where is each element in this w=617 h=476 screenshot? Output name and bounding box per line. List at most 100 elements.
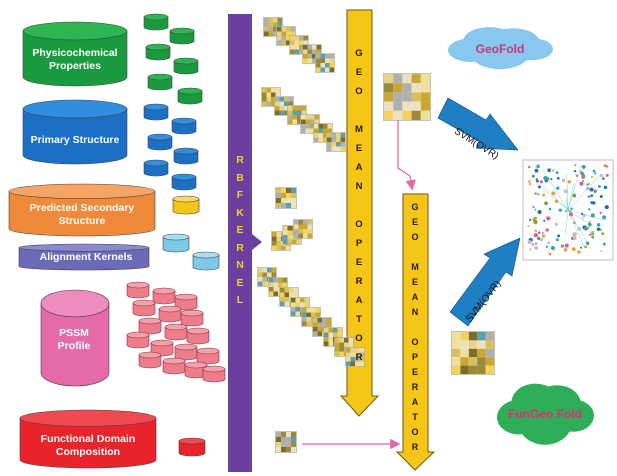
small-cylinder-blue-2-top bbox=[147, 133, 173, 141]
result-point bbox=[575, 174, 579, 177]
kernel-stack-3-matrix-1-cell bbox=[287, 239, 292, 244]
combined-matrix-top-cell bbox=[402, 101, 412, 111]
combined-matrix-bottom-cell bbox=[468, 348, 478, 358]
small-cylinder-green-4-body bbox=[147, 76, 173, 91]
kernel-stack-2-matrix-5-cell bbox=[336, 137, 341, 142]
small-cylinder-lightblue-0 bbox=[162, 233, 190, 253]
kernel-stack-3-matrix-2-cell bbox=[298, 233, 303, 238]
kernel-stack-1-matrix-3-cell bbox=[312, 54, 317, 59]
result-point bbox=[573, 232, 577, 236]
kernel-stack-2-matrix-1-cell bbox=[284, 97, 289, 102]
combined-matrix-bottom-cell bbox=[452, 365, 461, 374]
result-point bbox=[529, 248, 532, 251]
geo1-letter-16: R bbox=[355, 352, 363, 363]
kernel-stack-4-matrix-5-cell bbox=[326, 322, 331, 327]
result-point bbox=[561, 179, 565, 183]
small-cylinder-yellow bbox=[172, 195, 200, 215]
kernel-stack-4-matrix-3-cell bbox=[295, 311, 300, 316]
small-cylinder-lightblue-1 bbox=[192, 251, 220, 271]
result-point bbox=[579, 170, 582, 173]
result-point bbox=[555, 171, 559, 175]
geo2-letter-11: E bbox=[411, 367, 418, 377]
kernel-stack-4-matrix-5-cell bbox=[326, 318, 331, 323]
kernel-stack-1-matrix-4-cell bbox=[325, 58, 330, 63]
result-point bbox=[539, 180, 543, 184]
combined-matrix-top-cell bbox=[420, 110, 430, 120]
kernel-stack-4-matrix-1-cell bbox=[278, 278, 283, 283]
cylinder-alignment-kernels-top bbox=[18, 243, 150, 252]
result-point bbox=[587, 226, 590, 229]
combined-matrix-bottom-cell bbox=[485, 365, 494, 374]
kernel-stack-3-matrix-2-cell bbox=[294, 233, 299, 238]
result-point bbox=[537, 210, 542, 215]
result-point bbox=[594, 189, 597, 192]
kernel-stack-4-matrix-4-cell bbox=[306, 312, 311, 317]
kernel-stack-1-matrix-3-cell bbox=[312, 49, 317, 54]
kernel-stack-2-matrix-1-cell bbox=[275, 106, 280, 111]
kernel-single-2-cell bbox=[286, 432, 291, 437]
kernel-stack-1-matrix-0-cell bbox=[268, 18, 273, 23]
kernel-stack-1-matrix-1-cell bbox=[277, 36, 282, 41]
kernel-stack-4-matrix-3-cell bbox=[304, 298, 309, 303]
geo2-letter-16: R bbox=[411, 442, 419, 452]
kernel-stack-2-matrix-1-cell bbox=[288, 97, 293, 102]
kernel-stack-1-matrix-3-cell bbox=[307, 45, 312, 50]
kernel-stack-3-matrix-0-cell bbox=[272, 245, 277, 250]
result-point bbox=[580, 246, 583, 249]
result-point bbox=[528, 180, 531, 183]
kernel-stack-4-matrix-5-cell bbox=[317, 327, 322, 332]
rbf-letter-4: E bbox=[236, 224, 244, 236]
result-point bbox=[603, 185, 608, 190]
kernel-stack-4-matrix-4-cell bbox=[302, 317, 307, 322]
small-cylinder-blue-5-top bbox=[171, 173, 197, 181]
kernel-stack-4-matrix-7-cell bbox=[344, 338, 349, 343]
combined-matrix-bottom-cell bbox=[477, 332, 486, 341]
small-cylinder-blue-3 bbox=[173, 147, 199, 165]
kernel-stack-3-matrix-1-cell bbox=[283, 226, 288, 231]
kernel-stack-2-matrix-4-cell bbox=[314, 124, 319, 129]
kernel-stack-3-matrix-0-cell bbox=[281, 245, 286, 250]
result-point bbox=[588, 222, 592, 227]
result-point bbox=[583, 226, 589, 231]
result-point bbox=[587, 195, 591, 198]
kernel-stack-1-matrix-4-cell bbox=[320, 54, 325, 59]
result-point bbox=[588, 208, 591, 211]
kernel-stack-3-matrix-1-cell bbox=[292, 239, 297, 244]
kernel-stack-2-matrix-5-cell bbox=[331, 133, 336, 138]
result-point bbox=[581, 173, 586, 178]
cylinder-physicochemical-top bbox=[22, 21, 128, 41]
kernel-stack-4-matrix-8-cell bbox=[359, 352, 364, 357]
result-point bbox=[543, 176, 548, 181]
result-panel-plot bbox=[527, 164, 609, 256]
small-cylinder-pink-5 bbox=[180, 309, 204, 327]
cylinder-predicted-secondary-top bbox=[8, 183, 156, 199]
kernel-stack-2-matrix-5-cell bbox=[340, 142, 345, 147]
small-cylinder-lightblue-1-body bbox=[192, 254, 220, 271]
kernel-stack-4-matrix-6-cell bbox=[337, 332, 342, 337]
combined-matrix-top-cell bbox=[384, 101, 394, 111]
result-point bbox=[551, 169, 555, 172]
kernel-stack-1-matrix-4-cell bbox=[316, 67, 321, 72]
kernel-stack-3-matrix-0-cell bbox=[285, 245, 290, 250]
kernel-single-1-cell bbox=[291, 203, 296, 208]
kernel-stack-2-matrix-0-cell bbox=[266, 97, 271, 102]
combined-matrix-bottom-cell bbox=[460, 365, 469, 374]
kernel-stack-4-matrix-2-cell bbox=[293, 288, 298, 293]
result-point bbox=[571, 247, 576, 252]
result-point bbox=[567, 180, 572, 184]
geo1-letter-2: O bbox=[355, 86, 363, 97]
kernel-stack-1-matrix-3-cell bbox=[307, 58, 312, 63]
kernel-stack-4-matrix-3-cell bbox=[291, 298, 296, 303]
kernel-stack-4-matrix-7-cell bbox=[348, 342, 353, 347]
result-point bbox=[536, 236, 541, 241]
geo2-letter-12: R bbox=[411, 382, 419, 392]
combined-matrix-top-cell bbox=[402, 110, 412, 120]
kernel-stack-2-matrix-3-cell bbox=[310, 128, 315, 133]
small-cylinder-pink-8-top bbox=[186, 327, 210, 335]
kernel-stack-1-matrix-2-cell bbox=[294, 45, 299, 50]
result-point bbox=[543, 219, 546, 222]
fungeofold-cloud-core bbox=[504, 391, 586, 437]
small-cylinder-pink-3 bbox=[132, 299, 156, 317]
kernel-stack-4-matrix-4-cell bbox=[306, 317, 311, 322]
result-point bbox=[600, 250, 603, 253]
